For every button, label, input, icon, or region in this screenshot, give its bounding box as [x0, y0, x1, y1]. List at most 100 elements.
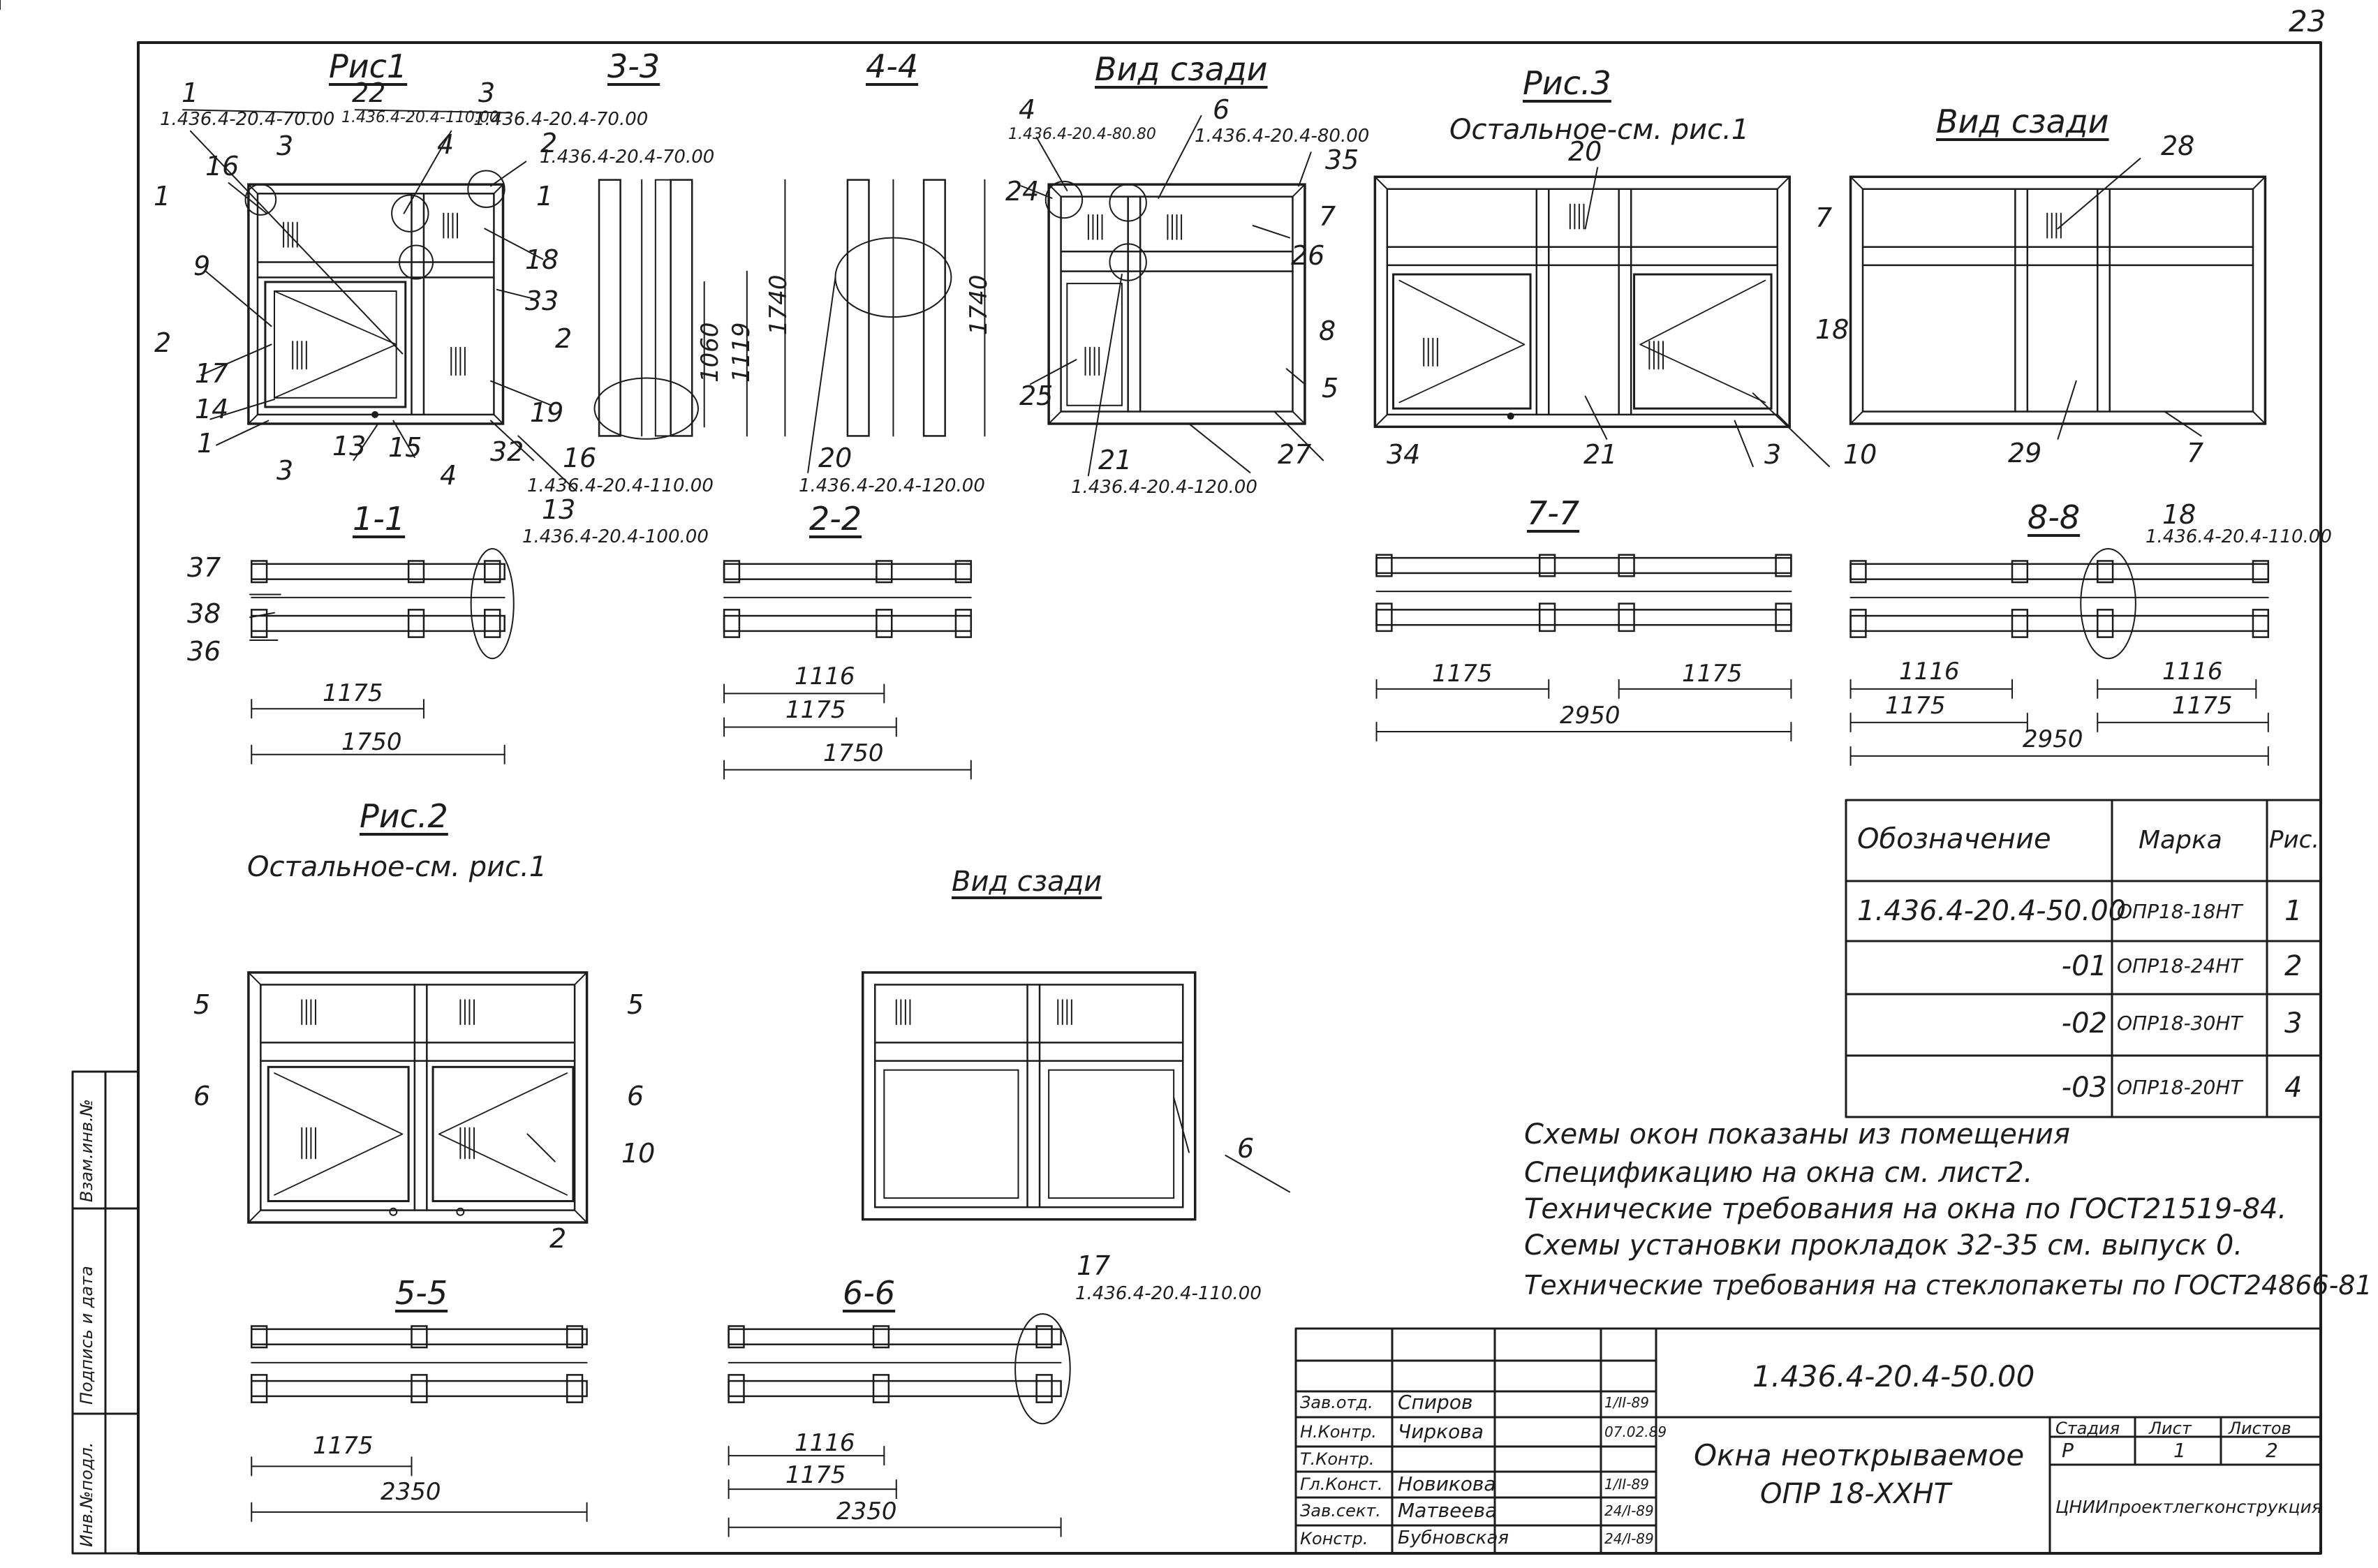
back-label-27: 27 [1278, 439, 1312, 470]
fig3-handle [1507, 413, 1514, 420]
stamp-signature-date: Подпись и дата [77, 1266, 96, 1405]
leader-line [205, 270, 272, 327]
fig1-back-detail-circle [1109, 184, 1147, 222]
organization: ЦНИИпроектлегконструкция [2055, 1497, 2322, 1517]
leader-line [517, 435, 577, 492]
sheet-border [137, 41, 2322, 1555]
s11-label-36: 36 [187, 636, 221, 667]
dim-line-2350-s66 [728, 1517, 1062, 1537]
fig2-frame-outer [247, 971, 589, 1224]
section-2-2-profile [876, 609, 893, 638]
s66-label-17: 17 [1077, 1250, 1111, 1281]
dim-line-1175-s55 [251, 1456, 413, 1477]
title-doc-code: 1.436.4-20.4-50.00 [1752, 1359, 2035, 1393]
section-6-6-top-member [728, 1328, 1062, 1345]
fig1-sash [264, 281, 407, 408]
back-code-80: 1.436.4-20.4-80.00 [1195, 126, 1370, 147]
section-1-1-title: 1-1 [353, 500, 406, 538]
dim-line-1175-s88-a [1849, 712, 2028, 732]
fig1-label-16: 16 [205, 151, 239, 182]
table-row-1-fig: 1 [2284, 895, 2303, 927]
s11-label-13: 13 [542, 494, 576, 525]
leader-line [189, 130, 404, 355]
fig3-glass-hatch [1423, 337, 1438, 367]
fig2-back-glass-hatch [895, 999, 911, 1026]
fig1-cut-3-b: 3 [276, 455, 294, 486]
leader-line [209, 399, 275, 420]
s44-code-120: 1.436.4-20.4-120.00 [799, 475, 985, 496]
fig1-label-2-top: 2 [540, 128, 558, 158]
dim-line-1750-s11 [251, 744, 505, 764]
section-8-8-profile [2097, 560, 2114, 584]
dim-line-1750-s22 [723, 760, 972, 780]
fig3-frame [1373, 175, 1791, 429]
note-5: Технические требования на стеклопакеты п… [1524, 1270, 2372, 1301]
section-7-7-title: 7-7 [1527, 494, 1580, 532]
fig1-glass-hatch [450, 346, 466, 376]
leader-line [1029, 359, 1077, 385]
fig2-back-frame-outer [862, 971, 1197, 1221]
dim-1175-s88-b: 1175 [2172, 692, 2233, 720]
section-2-2 [723, 560, 973, 638]
dim-line-1175-s11 [251, 699, 424, 719]
section-2-2-profile [954, 560, 973, 584]
fig2-frame-corner [247, 1209, 262, 1224]
section-4-4-profile-left [846, 179, 870, 437]
section-5-5-bottom-member [251, 1380, 588, 1398]
section-7-7 [1375, 554, 1792, 633]
section-8-8-detail-ellipse [2080, 548, 2136, 660]
section-5-5-profile [566, 1325, 584, 1349]
fig3-label-3: 3 [1764, 439, 1782, 470]
fig3-back-frame-corner [2252, 176, 2266, 190]
table-row-2-mark: ОПР18-24НТ [2117, 954, 2243, 977]
fig1-open-diagonal [274, 290, 397, 346]
leader-line [1273, 411, 1324, 461]
stamp-inv-no: Инв.№подл. [77, 1442, 96, 1547]
leader-line [392, 420, 415, 458]
fig1-label-33: 33 [525, 286, 559, 316]
fig1-back-title: Вид сзади [1095, 50, 1268, 88]
table-row-2-designation: -01 [2061, 950, 2107, 982]
section-5-5-top-member [251, 1328, 588, 1345]
section-1-1-bottom-member [251, 614, 505, 633]
dim-1740-s44: 1740 [965, 274, 993, 335]
dim-line-1175-s77-a [1375, 679, 1550, 699]
leader-line [807, 276, 836, 473]
fig1-label-3-top: 3 [478, 77, 496, 108]
section-2-2-profile [954, 609, 973, 638]
dim-1175-s88-a: 1175 [1885, 692, 1946, 720]
leader-line [1752, 392, 1830, 468]
section-7-7-profile [1618, 554, 1635, 577]
fig1-cut-3-a: 3 [276, 131, 294, 161]
fig3-frame-corner [1374, 176, 1388, 190]
fig1-cut-2-left: 2 [154, 327, 172, 358]
table-row-2-fig: 2 [2284, 950, 2303, 982]
section-7-7-profile [1538, 602, 1556, 633]
role-norm-control: Н.Контр. [1300, 1422, 1377, 1442]
fig2-back-frame-inner [873, 984, 1184, 1208]
leader-line [2164, 411, 2202, 437]
fig1-label-1-bottom: 1 [197, 428, 214, 459]
fig3-open-diagonal [1639, 279, 1766, 346]
fig3-frame-corner [1776, 176, 1791, 190]
leader-line [1734, 420, 1754, 468]
fig2-label-2: 2 [549, 1223, 567, 1254]
section-views [0, 0, 2270, 1537]
note-3: Технические требования на окна по ГОСТ21… [1524, 1193, 2287, 1225]
role-tech-control: Т.Контр. [1300, 1449, 1375, 1469]
section-7-7-profile [1375, 602, 1393, 633]
section-1-1-profile [484, 560, 501, 584]
fig3-back-frame-corner [1849, 176, 1864, 190]
back-label-21: 21 [1098, 445, 1132, 475]
fig1-code-70-c: 1.436.4-20.4-70.00 [540, 147, 715, 168]
leader-line [1188, 422, 1251, 473]
dim-1119: 1119 [728, 322, 755, 383]
leader-line [249, 612, 275, 619]
leader-line [216, 420, 269, 446]
dim-line-1116-s88-b [2097, 679, 2257, 699]
fig3-sash-right [1633, 273, 1773, 410]
fig1-detail-circle [399, 244, 434, 280]
fig2-sash-right [431, 1065, 575, 1202]
fig2-cut-5-right: 5 [627, 989, 644, 1020]
back-label-35: 35 [1325, 145, 1359, 175]
